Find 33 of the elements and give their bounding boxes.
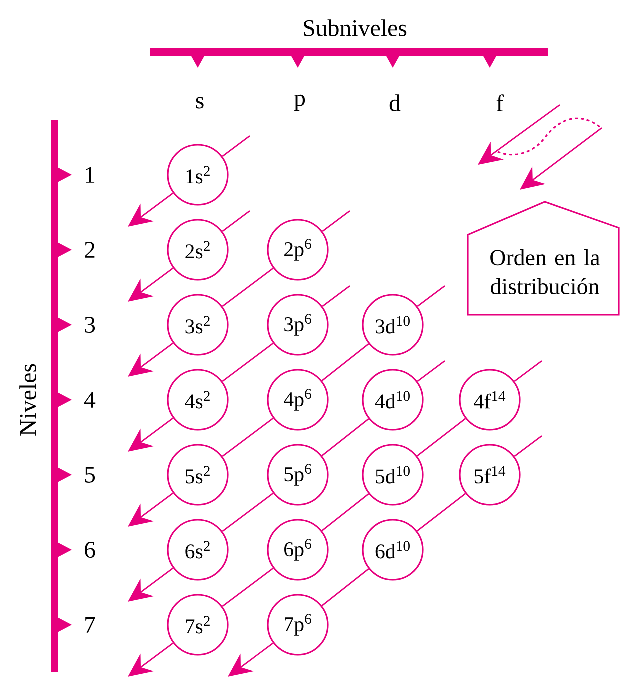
diagonal-line	[514, 360, 542, 382]
diagonal-line	[322, 210, 350, 232]
diagonal-line	[322, 285, 350, 308]
diagonal-line	[514, 435, 542, 458]
level-label: 4	[84, 392, 96, 408]
diagonal-line	[322, 418, 370, 456]
subshell-label: f	[496, 94, 504, 112]
level-label: 6	[85, 542, 96, 558]
diagonal-line	[222, 210, 250, 232]
diagonal-line	[322, 344, 370, 382]
label-box: Orden en la distribución	[467, 201, 620, 316]
diagonal-line	[322, 494, 370, 532]
axis-title: Niveles	[20, 364, 36, 436]
level-label: 3	[85, 316, 96, 334]
level-label: 5	[85, 467, 96, 483]
diagonal-line	[416, 418, 466, 457]
level-label: 1	[86, 167, 95, 183]
diagonal-line	[222, 418, 274, 458]
subshell-label: p	[294, 94, 306, 112]
diagonal-line	[416, 493, 466, 532]
diagonal-line	[222, 568, 274, 608]
diagonal-line	[417, 285, 446, 308]
diagonal-line	[222, 135, 250, 158]
level-label: 7	[86, 617, 96, 633]
axis-title: Subniveles	[304, 20, 407, 36]
subshell-label: d	[390, 94, 401, 112]
level-label: 2	[85, 242, 95, 258]
diagonal-line	[322, 568, 370, 606]
subshell-label: s	[196, 97, 204, 109]
diagonal-line	[222, 342, 274, 382]
diagonal-line	[222, 492, 274, 532]
diagonal-line	[222, 268, 274, 308]
diagonal-line	[417, 360, 446, 382]
